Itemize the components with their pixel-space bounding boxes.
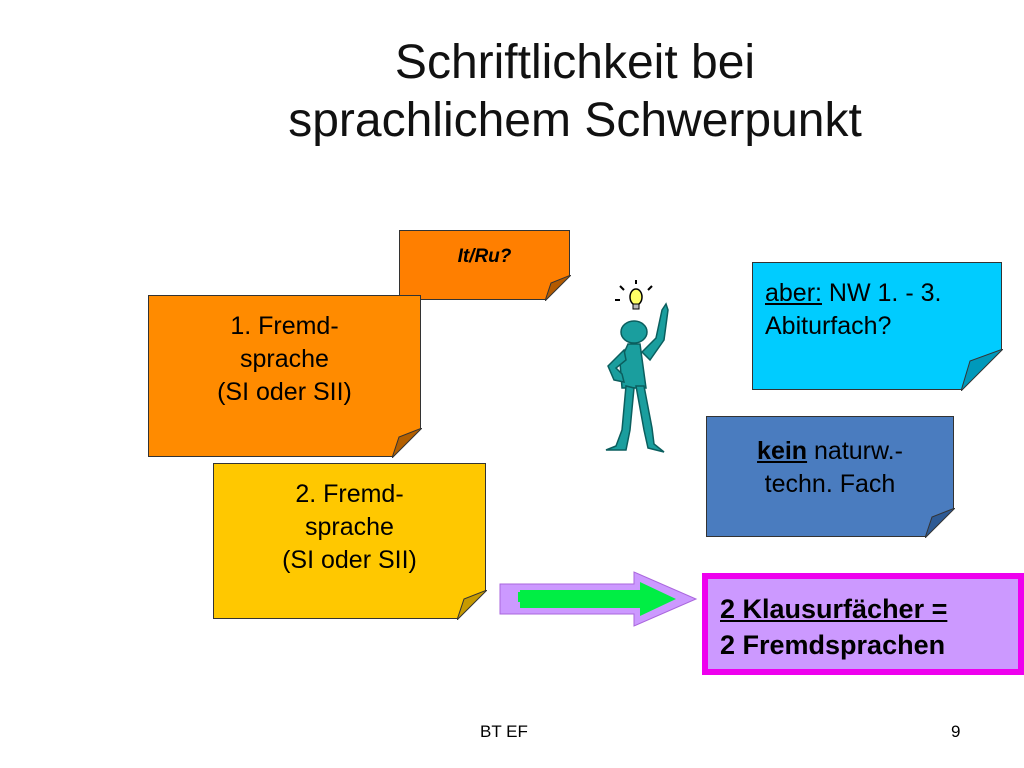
title-line-2: sprachlichem Schwerpunkt <box>288 94 862 147</box>
note-fremd2-line2: sprache <box>305 513 394 541</box>
note-fremd1-line2: sprache <box>240 345 329 373</box>
note-second-foreign-language: 2. Fremd- sprache (SI oder SII) <box>213 463 487 620</box>
note-kein-rest: naturw.- <box>807 437 903 465</box>
note-aber-rest: NW 1. - 3. <box>821 279 942 307</box>
right-arrow-icon <box>499 571 698 627</box>
slide-title: Schriftlichkeit bei sprachlichem Schwerp… <box>160 34 990 150</box>
thinking-person-icon <box>605 280 669 453</box>
note-aber-keyword: aber: <box>765 279 822 307</box>
note-kein-line1: kein naturw.- <box>707 435 953 468</box>
page-number: 9 <box>951 722 961 741</box>
note-first-foreign-language: 1. Fremd- sprache (SI oder SII) <box>148 295 422 458</box>
page-curl-icon <box>960 348 1003 391</box>
note-itru: It/Ru? <box>399 230 571 301</box>
note-fremd1-line1: 1. Fremd- <box>230 312 339 340</box>
page-curl-icon <box>391 427 422 458</box>
title-line-1: Schriftlichkeit bei <box>394 36 756 89</box>
note-kein-keyword: kein <box>757 437 808 465</box>
note-fremd2-line1: 2. Fremd- <box>295 480 404 508</box>
page-curl-icon <box>544 274 571 301</box>
lightbulb-icon <box>615 280 653 310</box>
footer-label: BT EF <box>480 722 528 741</box>
result-line-2: 2 Fremdsprachen <box>720 630 946 660</box>
page-curl-icon <box>456 589 487 620</box>
note-itru-text: It/Ru? <box>457 246 512 267</box>
note-aber-line1: aber: NW 1. - 3. <box>765 277 1001 310</box>
result-box: 2 Klausurfächer = 2 Fremdsprachen <box>702 573 1024 675</box>
note-aber: aber: NW 1. - 3. Abiturfach? <box>752 262 1003 391</box>
note-fremd1-line3: (SI oder SII) <box>217 378 352 406</box>
note-aber-line2: Abiturfach? <box>765 312 892 340</box>
result-box-inner: 2 Klausurfächer = 2 Fremdsprachen <box>708 579 1018 669</box>
note-kein: kein naturw.- techn. Fach <box>706 416 955 538</box>
result-line-1: 2 Klausurfächer = <box>720 594 948 624</box>
note-fremd2-line3: (SI oder SII) <box>282 546 417 574</box>
page-curl-icon <box>924 507 955 538</box>
note-kein-line2: techn. Fach <box>764 470 896 498</box>
